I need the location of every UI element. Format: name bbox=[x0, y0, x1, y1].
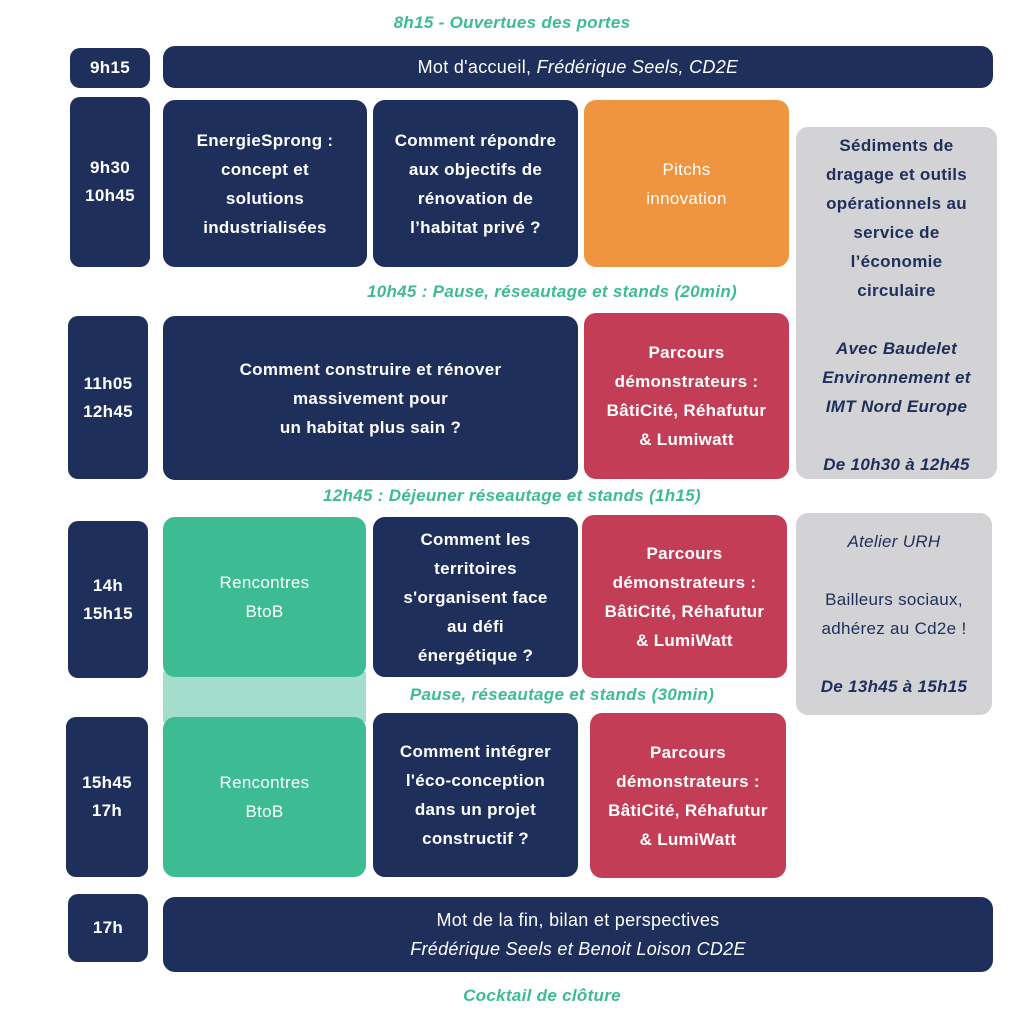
time-slot-4: 14h 15h15 bbox=[68, 521, 148, 678]
session-line: massivement pour bbox=[292, 388, 449, 408]
session-line: circulaire bbox=[857, 281, 936, 300]
session-line: aux objectifs de bbox=[408, 159, 543, 179]
session-line: au défi bbox=[447, 616, 504, 636]
session-line: Comment les bbox=[420, 529, 531, 549]
session-line: Mot de la fin, bilan et perspectives bbox=[436, 909, 720, 930]
session-line: opérationnels au bbox=[826, 194, 967, 213]
session-line: & LumiWatt bbox=[639, 829, 737, 849]
time-end: 17h bbox=[91, 801, 123, 820]
session-line: service de bbox=[853, 223, 940, 242]
session-line: BâtiCité, Réhafutur bbox=[604, 601, 765, 621]
session-line: Comment répondre bbox=[394, 130, 557, 150]
parcours-demonstrateurs-session-2: Parcours démonstrateurs : BâtiCité, Réha… bbox=[582, 515, 787, 678]
parcours-demonstrateurs-session-1: Parcours démonstrateurs : BâtiCité, Réha… bbox=[584, 313, 789, 479]
session-line: industrialisées bbox=[203, 217, 327, 237]
session-line: & Lumiwatt bbox=[639, 430, 734, 449]
session-partners: Environnement et bbox=[822, 368, 971, 387]
time-label: 9h15 bbox=[90, 58, 130, 77]
time-start: 9h30 bbox=[90, 158, 130, 177]
welcome-speaker: Frédérique Seels, CD2E bbox=[536, 56, 739, 77]
session-line: dragage et outils bbox=[825, 165, 968, 184]
parcours-demonstrateurs-session-3: Parcours démonstrateurs : BâtiCité, Réha… bbox=[590, 713, 786, 878]
session-line: s'organisent face bbox=[403, 587, 548, 607]
lunch-note: 12h45 : Déjeuner réseautage et stands (1… bbox=[323, 486, 701, 505]
session-line: constructif ? bbox=[422, 829, 529, 848]
session-line: & LumiWatt bbox=[636, 630, 733, 650]
session-line: EnergieSprong : bbox=[196, 130, 334, 150]
session-line: un habitat plus sain ? bbox=[279, 417, 462, 437]
territoires-session: Comment les territoires s'organisent fac… bbox=[373, 517, 578, 677]
session-line: l’économie bbox=[850, 252, 943, 271]
session-line: démonstrateurs : bbox=[616, 771, 760, 791]
session-partners: IMT Nord Europe bbox=[825, 397, 968, 416]
time-slot-6: 17h bbox=[68, 894, 148, 962]
time-start: 11h05 bbox=[83, 373, 133, 393]
session-line: innovation bbox=[646, 188, 727, 208]
session-line: dans un projet bbox=[414, 800, 537, 819]
btob-session-1: Rencontres BtoB bbox=[163, 517, 366, 677]
session-line: Bailleurs sociaux, bbox=[825, 590, 963, 609]
session-line: démonstrateurs : bbox=[612, 572, 757, 592]
pitchs-innovation-session: Pitchs innovation bbox=[584, 100, 789, 267]
session-line: territoires bbox=[434, 558, 517, 578]
session-line: Sédiments de bbox=[839, 136, 954, 155]
session-speakers: Frédérique Seels et Benoit Loison CD2E bbox=[410, 938, 746, 959]
session-line: Parcours bbox=[649, 742, 727, 762]
btob-connector bbox=[163, 672, 366, 722]
session-line: Rencontres bbox=[219, 573, 310, 592]
session-line: concept et bbox=[220, 159, 310, 179]
session-line: BtoB bbox=[245, 602, 284, 621]
session-line: Parcours bbox=[646, 543, 723, 563]
session-line: l'éco-conception bbox=[405, 771, 546, 790]
welcome-text: Mot d'accueil, bbox=[417, 56, 537, 77]
pause-note-morning: 10h45 : Pause, réseautage et stands (20m… bbox=[366, 282, 738, 301]
session-line: BtoB bbox=[245, 802, 284, 821]
session-line: solutions bbox=[225, 188, 305, 208]
time-slot-2: 9h30 10h45 bbox=[70, 97, 150, 267]
time-end: 15h15 bbox=[83, 603, 133, 623]
session-partners: Avec Baudelet bbox=[835, 339, 958, 358]
session-line: BâtiCité, Réhafutur bbox=[606, 401, 767, 420]
closing-session: Mot de la fin, bilan et perspectives Fré… bbox=[163, 897, 993, 972]
session-line: rénovation de bbox=[417, 188, 534, 208]
btob-session-2: Rencontres BtoB bbox=[163, 717, 366, 877]
session-line: énergétique ? bbox=[417, 645, 534, 665]
session-title: Atelier URH bbox=[847, 532, 941, 551]
time-slot-5: 15h45 17h bbox=[66, 717, 148, 877]
session-line: BâtiCité, Réhafutur bbox=[608, 800, 768, 820]
session-line: l’habitat privé ? bbox=[410, 217, 541, 237]
renovation-habitat-session: Comment répondre aux objectifs de rénova… bbox=[373, 100, 578, 267]
sediments-session: Sédiments de dragage et outils opération… bbox=[796, 127, 997, 479]
closing-note: Cocktail de clôture bbox=[463, 986, 621, 1005]
session-time: De 13h45 à 15h15 bbox=[820, 677, 968, 696]
session-line: Comment intégrer bbox=[399, 742, 552, 761]
session-line: Pitchs bbox=[662, 159, 711, 179]
time-slot-3: 11h05 12h45 bbox=[68, 316, 148, 479]
welcome-session: Mot d'accueil, Frédérique Seels, CD2E bbox=[163, 46, 993, 88]
session-time: De 10h30 à 12h45 bbox=[823, 455, 970, 474]
session-line: Comment construire et rénover bbox=[239, 359, 502, 379]
opening-note: 8h15 - Ouvertues des portes bbox=[393, 13, 631, 32]
time-start: 14h bbox=[92, 575, 124, 595]
eco-conception-session: Comment intégrer l'éco-conception dans u… bbox=[373, 713, 578, 877]
construire-session: Comment construire et rénover massivemen… bbox=[163, 316, 578, 480]
session-line: démonstrateurs : bbox=[614, 372, 759, 391]
time-end: 10h45 bbox=[85, 186, 135, 205]
session-line: Rencontres bbox=[219, 773, 310, 792]
atelier-urh-session: Atelier URH Bailleurs sociaux, adhérez a… bbox=[796, 513, 992, 715]
pause-note-afternoon: Pause, réseautage et stands (30min) bbox=[409, 685, 715, 704]
time-label: 17h bbox=[92, 918, 124, 937]
time-start: 15h45 bbox=[82, 773, 132, 792]
energiesprong-session: EnergieSprong : concept et solutions ind… bbox=[163, 100, 367, 267]
time-end: 12h45 bbox=[83, 401, 133, 421]
session-line: Parcours bbox=[648, 343, 725, 362]
session-line: adhérez au Cd2e ! bbox=[821, 619, 967, 638]
time-slot-1: 9h15 bbox=[70, 48, 150, 88]
